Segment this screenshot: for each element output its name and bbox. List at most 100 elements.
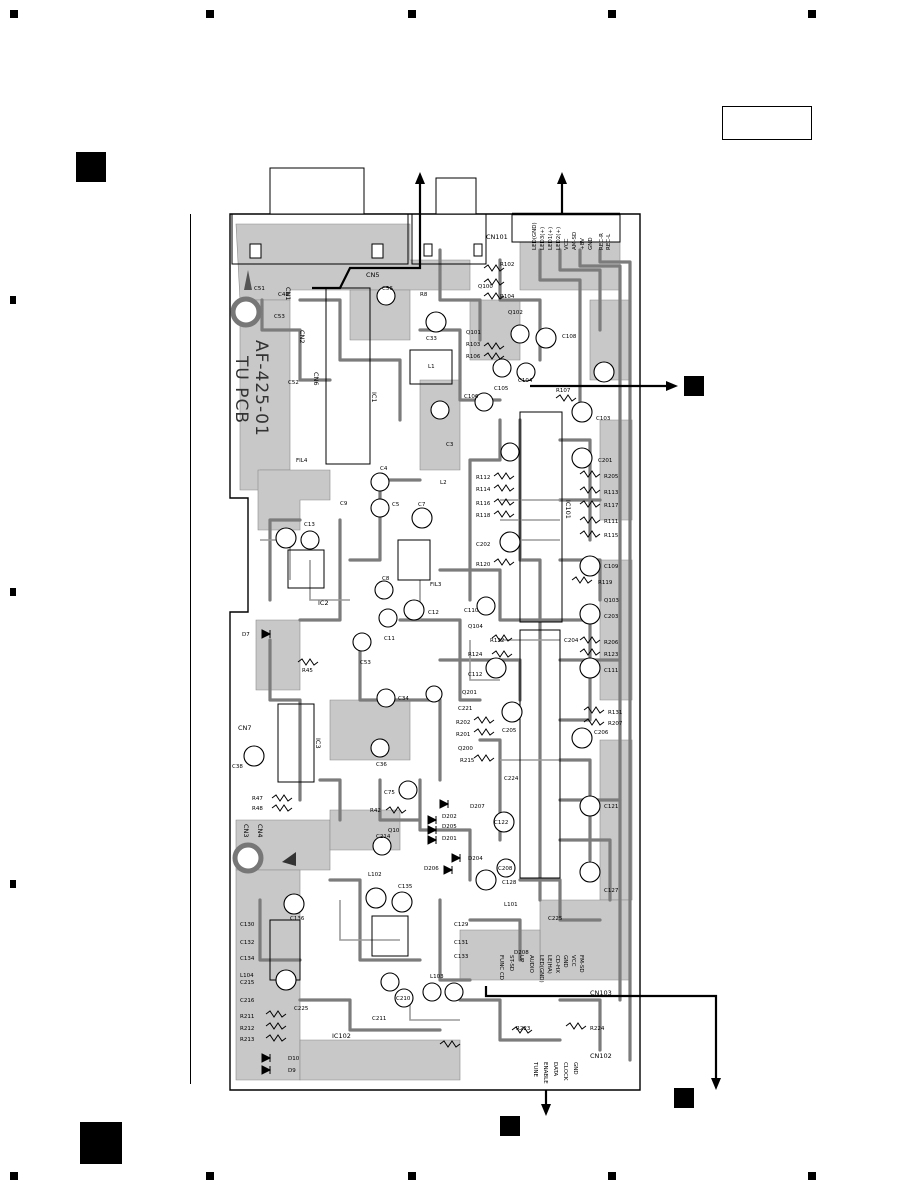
- svg-text:AM-SD: AM-SD: [572, 232, 578, 250]
- svg-text:C206: C206: [594, 730, 609, 736]
- svg-text:FIL3: FIL3: [430, 582, 442, 588]
- svg-text:C52: C52: [288, 380, 299, 386]
- svg-text:L101: L101: [504, 902, 518, 908]
- svg-text:R205: R205: [604, 474, 619, 480]
- svg-text:R131: R131: [608, 710, 622, 716]
- pcb-outline: [229, 213, 641, 1091]
- svg-text:C208: C208: [498, 866, 513, 872]
- page-number-box: [722, 106, 812, 140]
- cn5-footprint: [411, 213, 487, 265]
- svg-text:Q102: Q102: [508, 310, 523, 316]
- svg-text:C9: C9: [340, 501, 348, 507]
- svg-text:R215: R215: [460, 758, 475, 764]
- svg-text:C5: C5: [392, 502, 400, 508]
- svg-text:R119: R119: [598, 580, 613, 586]
- svg-text:C135: C135: [398, 884, 413, 890]
- svg-text:R103: R103: [466, 342, 481, 348]
- svg-text:TUNE: TUNE: [532, 1061, 538, 1077]
- cn1-label: CN1: [284, 287, 292, 301]
- svg-text:R115: R115: [604, 533, 619, 539]
- svg-text:C8: C8: [382, 576, 390, 582]
- cn102-pin-labels: GND CLOCK DATA ENABLE TUNE: [532, 1061, 578, 1084]
- svg-text:L103: L103: [430, 974, 444, 980]
- svg-text:+8V: +8V: [580, 238, 586, 250]
- section-marker-block: [76, 152, 106, 182]
- svg-text:Q100: Q100: [478, 284, 493, 290]
- svg-text:C56: C56: [382, 286, 393, 292]
- svg-text:C105: C105: [494, 386, 509, 392]
- svg-text:R207: R207: [608, 721, 623, 727]
- svg-text:LED1(+): LED1(+): [548, 227, 554, 250]
- svg-text:R120: R120: [476, 562, 491, 568]
- registration-mark: [206, 10, 214, 18]
- svg-text:C215: C215: [240, 980, 255, 986]
- electrolytic-capacitors: [243, 286, 615, 1008]
- svg-text:D7: D7: [242, 632, 250, 638]
- svg-text:C38: C38: [232, 764, 243, 770]
- section-block-2: [674, 1088, 694, 1108]
- svg-text:D9: D9: [288, 1068, 296, 1074]
- svg-text:R118: R118: [476, 513, 491, 519]
- svg-text:FUNC CD: FUNC CD: [498, 955, 504, 980]
- svg-text:C134: C134: [240, 956, 255, 962]
- registration-mark: [206, 1172, 214, 1180]
- svg-text:C202: C202: [476, 542, 490, 548]
- svg-text:C121: C121: [604, 804, 618, 810]
- cn2-label: CN2: [298, 330, 306, 344]
- section-block-3: [500, 1116, 520, 1136]
- ic102-label: IC102: [332, 1032, 351, 1040]
- svg-text:R202: R202: [456, 720, 470, 726]
- svg-text:C53: C53: [274, 314, 285, 320]
- svg-text:LED(GND): LED(GND): [532, 222, 538, 250]
- svg-text:C51: C51: [254, 286, 265, 292]
- edge-mark: [10, 880, 16, 888]
- svg-text:C33: C33: [426, 336, 437, 342]
- svg-text:R124: R124: [468, 652, 483, 658]
- cn5-housing: [435, 177, 477, 215]
- edge-mark: [10, 588, 16, 596]
- svg-text:C129: C129: [454, 922, 469, 928]
- svg-text:L1: L1: [428, 364, 435, 370]
- cn6-label: CN6: [312, 372, 320, 386]
- svg-text:C211: C211: [372, 1016, 386, 1022]
- svg-text:C104: C104: [518, 378, 533, 384]
- svg-text:C216: C216: [240, 998, 255, 1004]
- cn5-label: CN5: [366, 271, 380, 279]
- svg-text:R112: R112: [476, 475, 490, 481]
- svg-text:CLOCK: CLOCK: [562, 1062, 568, 1081]
- cn1-housing: [269, 167, 365, 215]
- svg-text:ST-SD: ST-SD: [508, 955, 514, 971]
- svg-text:R123: R123: [604, 652, 619, 658]
- arrow-heads: [415, 172, 721, 1116]
- page-tab-block: [80, 1122, 122, 1164]
- svg-text:C3: C3: [446, 442, 454, 448]
- svg-text:C221: C221: [458, 706, 472, 712]
- cn101-pin-labels: REC-L REC-R GND +8V AM-SD VCC LED2(+) LE…: [532, 222, 612, 250]
- svg-text:C13: C13: [304, 522, 315, 528]
- svg-text:R223: R223: [516, 1026, 531, 1032]
- svg-text:C75: C75: [384, 790, 395, 796]
- svg-text:D204: D204: [468, 856, 483, 862]
- left-rule: [190, 214, 191, 1084]
- svg-text:R201: R201: [456, 732, 470, 738]
- svg-text:R111: R111: [604, 519, 618, 525]
- registration-mark: [10, 1172, 18, 1180]
- svg-text:LE(HA): LE(HA): [546, 955, 552, 974]
- svg-text:C112: C112: [468, 672, 482, 678]
- svg-text:D205: D205: [442, 824, 457, 830]
- svg-text:R47: R47: [252, 796, 263, 802]
- svg-text:C48: C48: [278, 292, 289, 298]
- svg-text:R122: R122: [490, 638, 504, 644]
- registration-mark: [808, 10, 816, 18]
- svg-text:VCC: VCC: [564, 238, 570, 250]
- svg-text:C225: C225: [548, 916, 563, 922]
- svg-text:R107: R107: [556, 388, 571, 394]
- component-labels: CN101 CN5 CN1 CN103 CN102 CN7 CN2 CN3 CN…: [231, 233, 612, 1060]
- ic1-label: IC1: [370, 392, 378, 403]
- svg-text:C225: C225: [294, 1006, 309, 1012]
- svg-text:R212: R212: [240, 1026, 254, 1032]
- svg-text:C201: C201: [598, 458, 612, 464]
- ic101-label: IC101: [564, 500, 572, 519]
- svg-text:AUDIO: AUDIO: [528, 955, 534, 974]
- registration-mark: [408, 1172, 416, 1180]
